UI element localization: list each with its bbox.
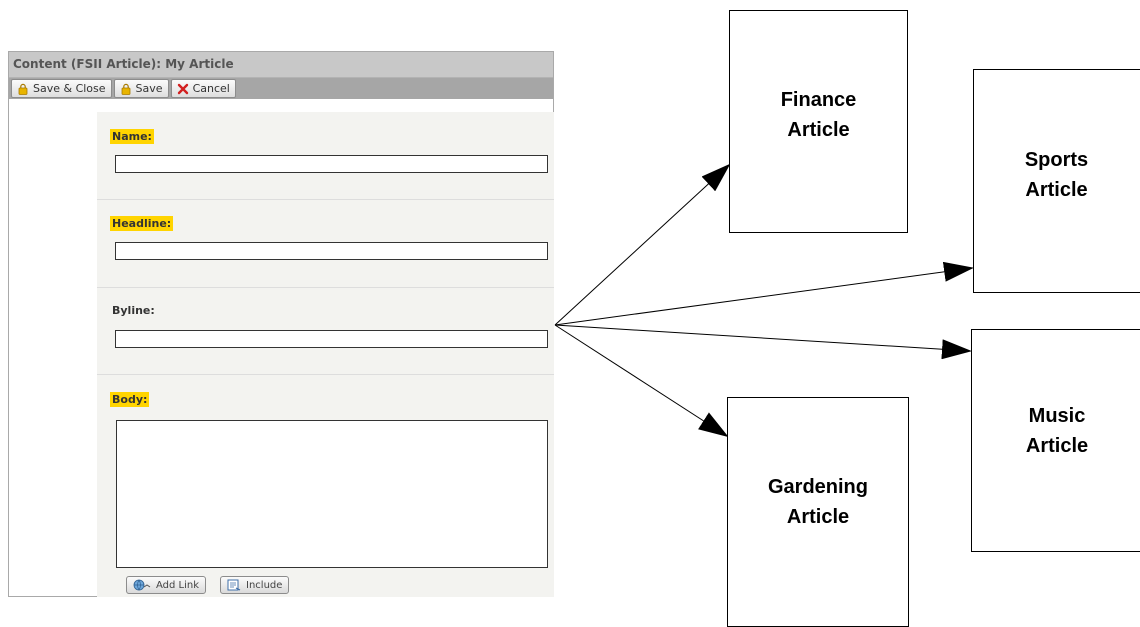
section-divider	[97, 374, 554, 375]
arrow-to-music	[554, 324, 972, 360]
body-label: Body:	[110, 392, 150, 407]
toolbar: Save & Close Save Cancel	[9, 78, 553, 99]
box-label-line: Article	[1025, 179, 1088, 201]
sports-article-box: Sports Article	[973, 69, 1140, 293]
arrow-to-sports	[554, 261, 974, 326]
section-divider	[97, 199, 554, 200]
save-close-label: Save & Close	[33, 82, 106, 95]
cancel-label: Cancel	[192, 82, 230, 95]
byline-input[interactable]	[115, 330, 548, 348]
globe-link-icon	[133, 579, 151, 591]
include-label: Include	[246, 579, 283, 591]
save-label: Save	[135, 82, 163, 95]
include-button[interactable]: Include	[220, 576, 290, 594]
form-body: Name: Headline: Byline: Body: Add Link	[97, 112, 554, 597]
box-label-line: Article	[1025, 435, 1089, 457]
include-document-icon	[227, 579, 241, 591]
add-link-button[interactable]: Add Link	[126, 576, 207, 594]
finance-article-label: Finance Article	[730, 85, 907, 145]
box-label-line: Article	[786, 506, 850, 528]
cancel-x-icon	[177, 83, 188, 94]
add-link-label: Add Link	[156, 579, 200, 591]
lock-icon	[121, 83, 130, 95]
save-button[interactable]: Save	[113, 79, 169, 98]
headline-label: Headline:	[110, 216, 174, 231]
gardening-article-label: Gardening Article	[728, 472, 908, 532]
finance-article-box: Finance Article	[729, 10, 908, 233]
cancel-button[interactable]: Cancel	[170, 79, 236, 98]
lock-icon	[18, 83, 28, 95]
byline-label: Byline:	[112, 304, 155, 317]
window-title: Content (FSII Article): My Article	[9, 52, 553, 78]
save-close-button[interactable]: Save & Close	[11, 79, 112, 98]
arrow-to-gardening	[554, 324, 729, 438]
box-label-line: Article	[787, 119, 850, 141]
name-input[interactable]	[115, 155, 548, 173]
headline-input[interactable]	[115, 242, 548, 260]
name-label: Name:	[110, 129, 154, 144]
arrow-to-finance	[554, 163, 731, 326]
gardening-article-box: Gardening Article	[727, 397, 909, 627]
section-divider	[97, 287, 554, 288]
sports-article-label: Sports Article	[974, 145, 1139, 205]
box-label-line: Music	[1028, 405, 1086, 427]
box-label-line: Sports	[1024, 149, 1089, 171]
box-label-line: Finance	[780, 89, 857, 111]
music-article-label: Music Article	[972, 401, 1140, 461]
content-editor-window: Content (FSII Article): My Article Save …	[8, 51, 554, 597]
box-label-line: Gardening	[767, 476, 868, 498]
body-textarea[interactable]	[116, 420, 548, 568]
music-article-box: Music Article	[971, 329, 1140, 552]
